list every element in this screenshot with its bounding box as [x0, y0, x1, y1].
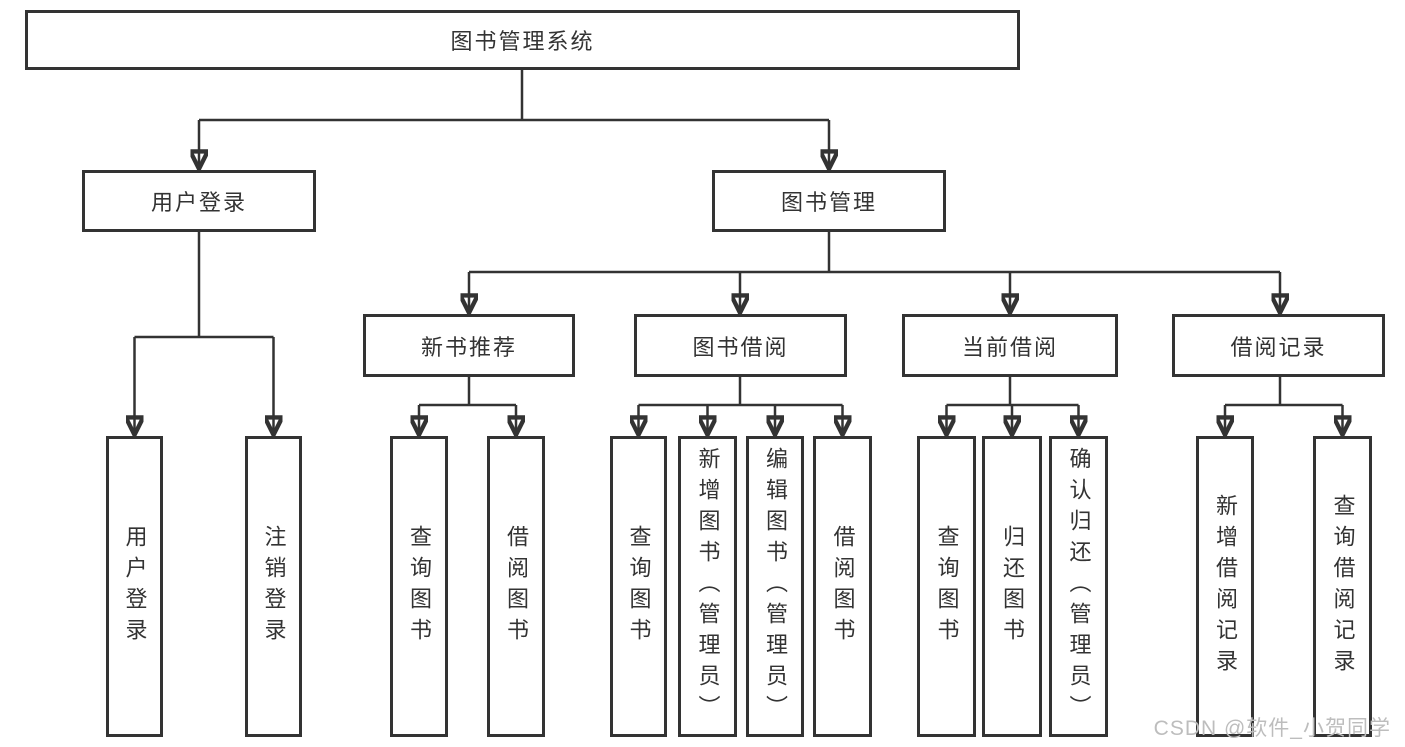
leaf-label: 确认归还（管理员）	[1066, 447, 1092, 726]
leaf-label: 新增借阅记录	[1213, 493, 1238, 680]
node-root-system: 图书管理系统	[25, 10, 1020, 70]
leaf-query-books-2: 查询图书	[610, 436, 667, 737]
leaf-confirm-return-admin: 确认归还（管理员）	[1049, 436, 1108, 737]
node-new-book-recommend: 新书推荐	[363, 314, 575, 377]
leaf-label: 编辑图书（管理员）	[763, 447, 788, 726]
leaf-add-books-admin: 新增图书（管理员）	[678, 436, 737, 737]
node-current-borrow: 当前借阅	[902, 314, 1118, 377]
leaf-edit-books-admin: 编辑图书（管理员）	[746, 436, 804, 737]
leaf-query-books-1: 查询图书	[390, 436, 448, 737]
leaf-borrow-books-1: 借阅图书	[487, 436, 545, 737]
leaf-label: 查询图书	[626, 524, 652, 649]
leaf-label: 新增图书（管理员）	[695, 447, 721, 726]
leaf-label: 查询借阅记录	[1330, 493, 1356, 680]
leaf-borrow-books-2: 借阅图书	[813, 436, 872, 737]
csdn-watermark: CSDN @软件_小贺同学	[1153, 717, 1391, 740]
leaf-label: 借阅图书	[504, 524, 529, 649]
leaf-label: 借阅图书	[830, 524, 856, 649]
leaf-query-books-3: 查询图书	[917, 436, 976, 737]
leaf-label: 用户登录	[122, 524, 148, 649]
leaf-label: 查询图书	[934, 524, 960, 649]
leaf-query-borrow-record: 查询借阅记录	[1313, 436, 1372, 737]
node-user-login: 用户登录	[82, 170, 316, 232]
leaf-label: 注销登录	[261, 524, 287, 649]
leaf-logout: 注销登录	[245, 436, 302, 737]
leaf-add-borrow-record: 新增借阅记录	[1196, 436, 1254, 737]
leaf-label: 查询图书	[407, 524, 432, 649]
node-book-borrow: 图书借阅	[634, 314, 847, 377]
node-book-management: 图书管理	[712, 170, 946, 232]
leaf-label: 归还图书	[1000, 524, 1025, 649]
leaf-user-login: 用户登录	[106, 436, 163, 737]
leaf-return-books: 归还图书	[982, 436, 1042, 737]
node-borrow-records: 借阅记录	[1172, 314, 1385, 377]
